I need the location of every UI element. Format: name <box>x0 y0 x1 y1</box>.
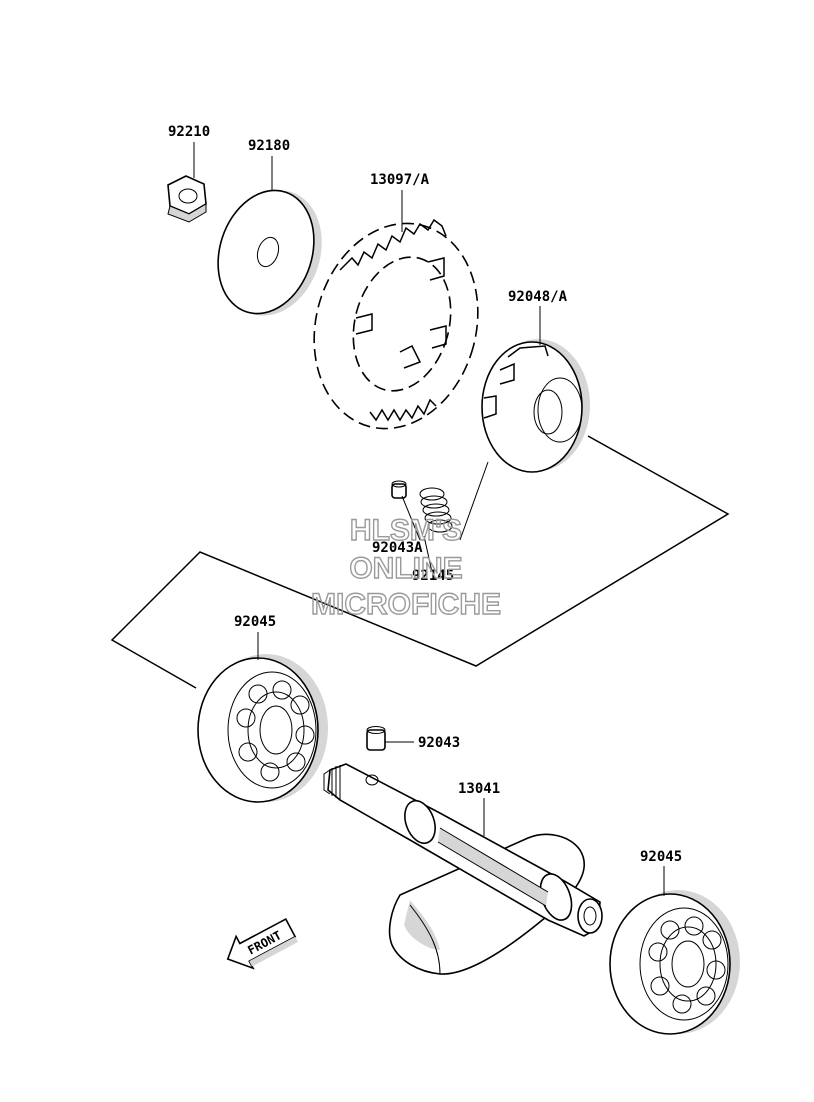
label-92043: 92043 <box>418 735 460 751</box>
nut-92210[interactable] <box>167 175 207 223</box>
label-92210: 92210 <box>168 124 210 140</box>
watermark: HLSM'S ONLINE MICROFICHE <box>310 513 501 621</box>
bearing-92045-lower[interactable] <box>609 890 740 1035</box>
assembly-outline <box>110 435 730 689</box>
pin-92043[interactable] <box>366 726 386 751</box>
label-92043a: 92043A <box>372 540 423 556</box>
watermark-line-2: ONLINE <box>349 552 462 585</box>
part-labels: 92210 92180 13097/A 92048/A 92043A 92145… <box>168 124 682 865</box>
washer-92180[interactable] <box>203 177 338 328</box>
watermark-line-3: MICROFICHE <box>311 588 501 621</box>
gear-13097a[interactable] <box>292 205 500 447</box>
label-92045-upper: 92045 <box>234 614 276 630</box>
label-13097a: 13097/A <box>370 172 430 188</box>
label-92145: 92145 <box>412 568 454 584</box>
balancer-shaft-13041[interactable] <box>323 763 603 975</box>
label-92180: 92180 <box>248 138 290 154</box>
front-arrow-icon: FRONT <box>226 918 298 970</box>
bearing-92045-upper[interactable] <box>197 654 328 803</box>
label-92045-lower: 92045 <box>640 849 682 865</box>
pin-92043a[interactable] <box>391 480 407 499</box>
collar-92048a[interactable] <box>481 339 590 473</box>
leader-lines <box>193 142 665 896</box>
watermark-line-1: HLSM'S <box>350 514 462 547</box>
spring-92145[interactable] <box>419 487 453 533</box>
label-13041: 13041 <box>458 781 500 797</box>
label-92048a: 92048/A <box>508 289 568 305</box>
